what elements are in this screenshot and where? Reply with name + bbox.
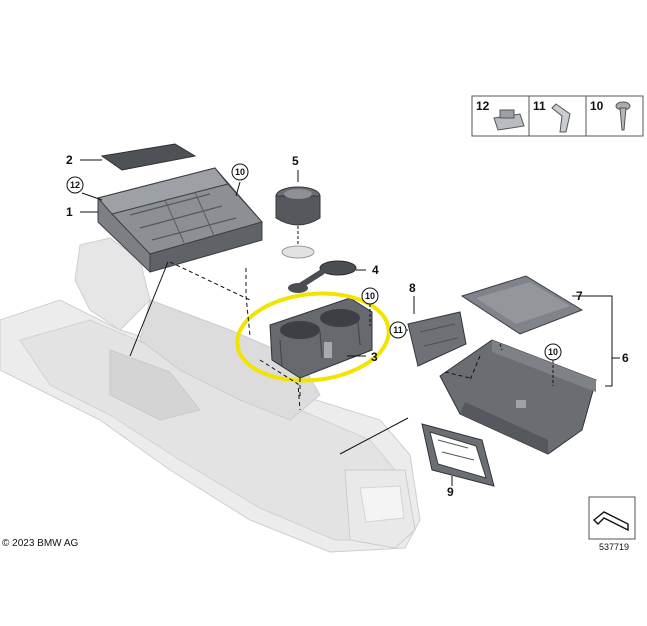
- callout-5: 5: [292, 154, 299, 168]
- view-arrow-icon: [592, 511, 629, 532]
- part-cover-pad: [100, 143, 197, 171]
- callout-4: 4: [372, 263, 379, 277]
- callout-2: 2: [66, 153, 73, 167]
- callout-1: 1: [66, 205, 73, 219]
- callout-6: 6: [622, 351, 629, 365]
- fastener-legend: 12 11 10: [471, 95, 644, 137]
- part-lid-pad: [460, 275, 584, 335]
- legend-item-12: 12: [476, 99, 525, 131]
- spring-clip-icon: [551, 103, 571, 133]
- callout-7: 7: [576, 289, 583, 303]
- svg-text:10: 10: [235, 167, 245, 177]
- diagram-symbol: [588, 496, 636, 540]
- part-storage-tray: [439, 339, 597, 455]
- copyright-text: © 2023 BMW AG: [2, 538, 79, 549]
- callout-11-circle: 11: [389, 321, 407, 339]
- leader-lines: [80, 159, 620, 486]
- center-console-ghost: [0, 237, 421, 553]
- callout-12-circle: 12: [66, 176, 84, 194]
- callout-8: 8: [409, 281, 416, 295]
- callout-9: 9: [447, 485, 454, 499]
- svg-text:12: 12: [476, 99, 490, 113]
- callout-10-circle-top: 10: [231, 163, 249, 181]
- svg-text:10: 10: [548, 347, 558, 357]
- diagram-number: 537719: [599, 542, 630, 552]
- part-cup-insert: [275, 186, 321, 259]
- part-bracket: [407, 311, 467, 367]
- part-frame: [421, 423, 495, 487]
- legend-item-11: 11: [533, 99, 571, 133]
- svg-text:10: 10: [590, 99, 604, 113]
- highlight-ellipse: [235, 291, 391, 383]
- part-mat: [288, 260, 357, 293]
- legend-item-10: 10: [590, 99, 631, 131]
- callout-10-circle-cup: 10: [361, 287, 379, 305]
- svg-text:12: 12: [70, 180, 80, 190]
- callout-10-circle-tray: 10: [544, 343, 562, 361]
- svg-text:10: 10: [365, 291, 375, 301]
- part-control-unit: [97, 167, 263, 273]
- part-cup-holder: [269, 297, 373, 379]
- svg-text:11: 11: [393, 325, 403, 335]
- callout-3: 3: [371, 350, 378, 364]
- svg-text:11: 11: [533, 99, 546, 113]
- callout-labels: 2 1 5 4 3 8 7 6 9 12 10 10 11 10: [66, 153, 629, 499]
